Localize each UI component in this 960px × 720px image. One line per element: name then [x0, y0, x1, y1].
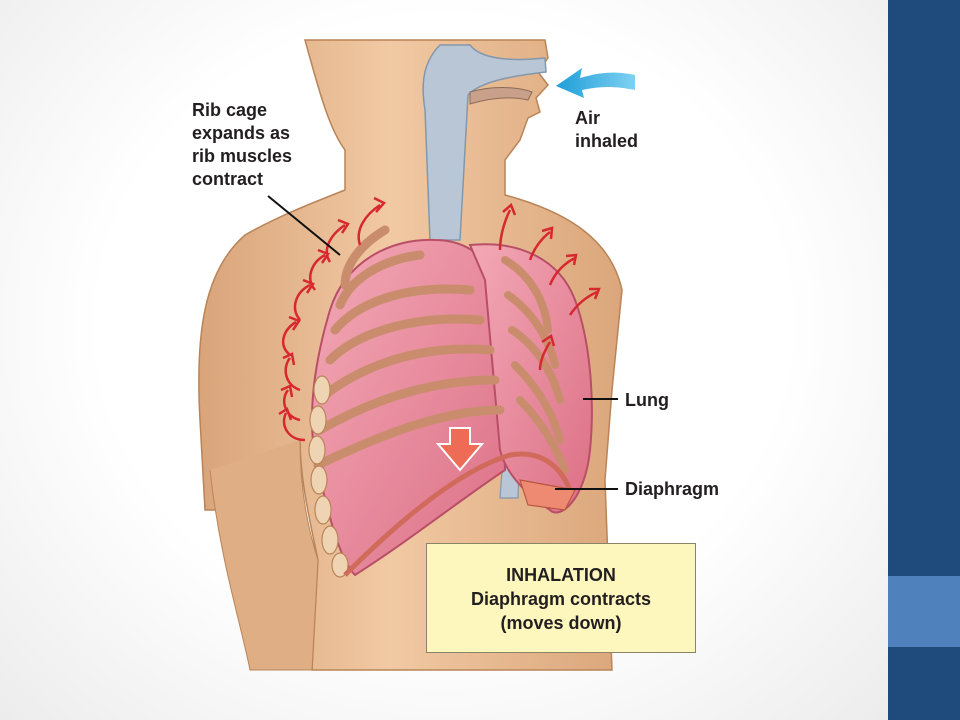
rib-cage-label: Rib cage expands as rib muscles contract [192, 100, 293, 189]
air-inhaled-label: Air inhaled [575, 108, 639, 151]
caption-title: INHALATION [506, 565, 616, 585]
slide-side-accent [888, 576, 960, 647]
diaphragm-down-arrow [435, 427, 485, 472]
rib-cage [313, 225, 505, 470]
rib-expansion-arrows [278, 196, 601, 442]
leader-lines [267, 195, 618, 490]
rib-edges [308, 375, 349, 578]
rib-cage-right [501, 256, 569, 474]
diaphragm [343, 451, 576, 577]
lungs [311, 238, 593, 577]
respiration-illustration [198, 39, 635, 671]
caption-line-2: (moves down) [500, 613, 622, 633]
inhalation-caption-box: INHALATION Diaphragm contracts (moves do… [426, 543, 696, 653]
air-inhaled-arrow [556, 68, 635, 98]
caption-line-1: Diaphragm contracts [470, 589, 652, 609]
lung-label: Lung [625, 390, 669, 410]
diaphragm-label: Diaphragm [625, 479, 720, 499]
